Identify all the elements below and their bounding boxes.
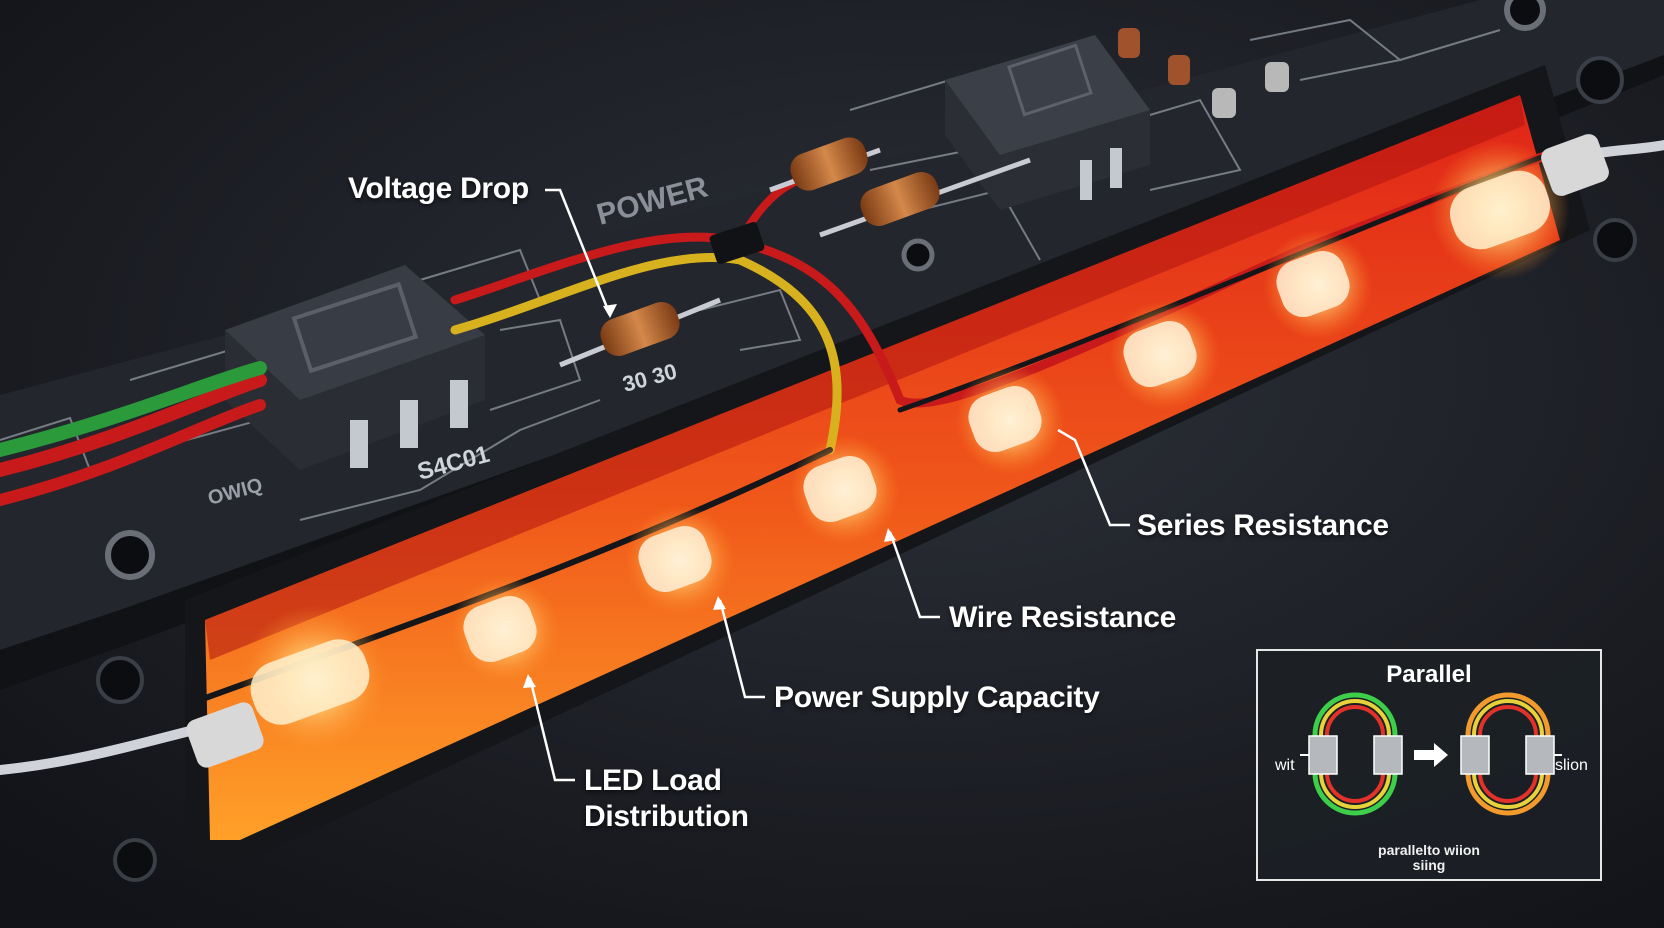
led-load-line-1: LED Load [584,764,722,797]
inset-caption-line-1: parallelto wiion [1378,842,1480,858]
led-icon [1110,300,1220,410]
inset-title: Parallel [1386,661,1472,688]
led-icon [955,365,1065,475]
inset-left-tag: wit [1275,757,1295,774]
parallel-inset-panel: Parallel [1256,649,1602,881]
inductor-icon [769,137,881,193]
inset-right-tag: slion [1555,757,1588,774]
inset-caption: parallelto wiion siing [1258,843,1600,873]
led-load-leader [528,677,575,782]
led-icon [790,435,900,545]
led-load-line-2: Distribution [584,800,749,833]
series-resistance-label: Series Resistance [1137,509,1389,542]
arrow-right-icon [1414,743,1448,767]
led-icon [450,575,560,685]
voltage-drop-label: Voltage Drop [348,172,529,205]
wire-resistance-label: Wire Resistance [949,601,1177,634]
led-icon [186,605,390,768]
pcb-board [0,0,1664,650]
inset-caption-line-2: siing [1412,857,1446,873]
ic-chip-icon [945,35,1150,210]
connector-blocks [1308,735,1555,775]
leader-lines [528,188,1130,782]
parallel-loop-diagram [1300,692,1562,816]
inductor-icon [559,297,721,368]
series-resistance-leader [1057,428,1130,527]
wire-resistance-leader [888,531,940,619]
inductor-icon [819,157,1031,238]
capacitor-icon [1118,28,1289,118]
led-icon [625,505,735,615]
led-icon [1430,134,1609,280]
ic-chip-icon [225,265,485,470]
voltage-drop-leader [545,188,612,316]
power-supply-leader [718,599,765,699]
led-icon [1263,230,1373,340]
power-supply-capacity-label: Power Supply Capacity [774,681,1100,714]
led-load-distribution-label: LED Load Distribution [584,763,749,835]
